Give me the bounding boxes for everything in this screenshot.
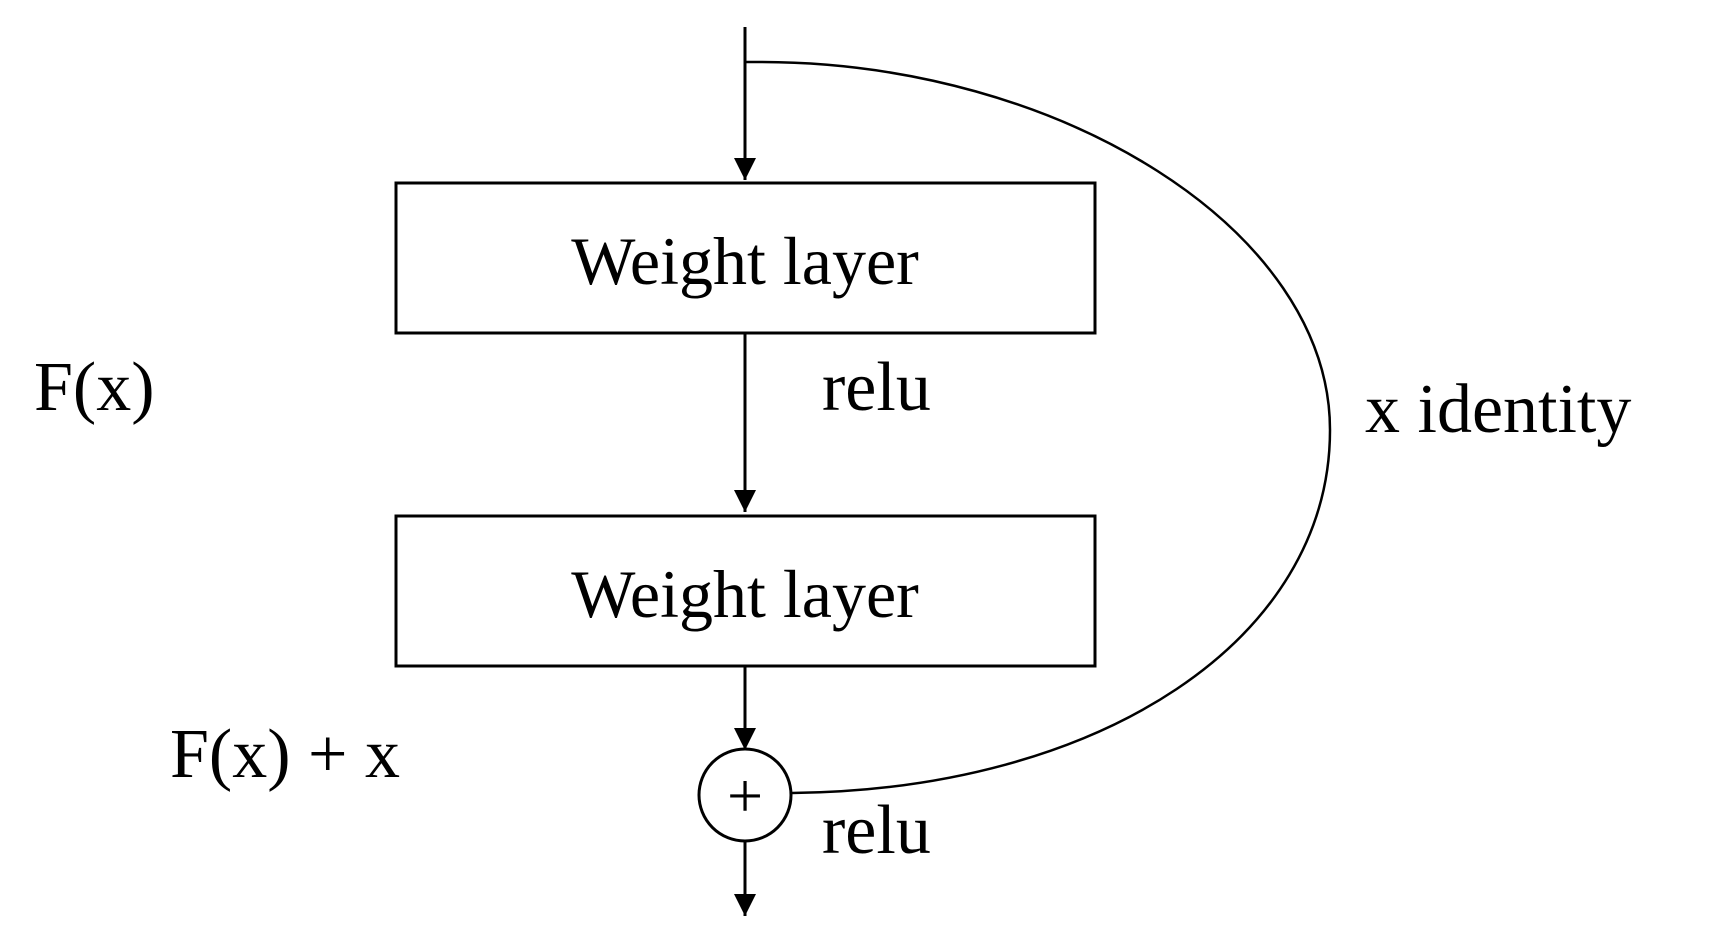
- identity-skip-connection: [745, 60, 1332, 795]
- weight-layer-2: Weight layer: [394, 514, 1097, 668]
- sum-output-label: F(x) + x: [170, 716, 400, 793]
- relu-label-top: relu: [822, 349, 931, 426]
- weight-layer-1: Weight layer: [394, 181, 1097, 335]
- plus-icon: +: [727, 760, 763, 831]
- identity-label: x identity: [1365, 371, 1631, 448]
- relu-label-bottom: relu: [822, 792, 931, 869]
- weight-layer-1-label: Weight layer: [571, 223, 919, 299]
- add-node: +: [697, 747, 793, 843]
- residual-function-label: F(x): [34, 349, 155, 426]
- weight-layer-2-label: Weight layer: [571, 556, 919, 632]
- weight-layer-2-box: [394, 514, 1097, 668]
